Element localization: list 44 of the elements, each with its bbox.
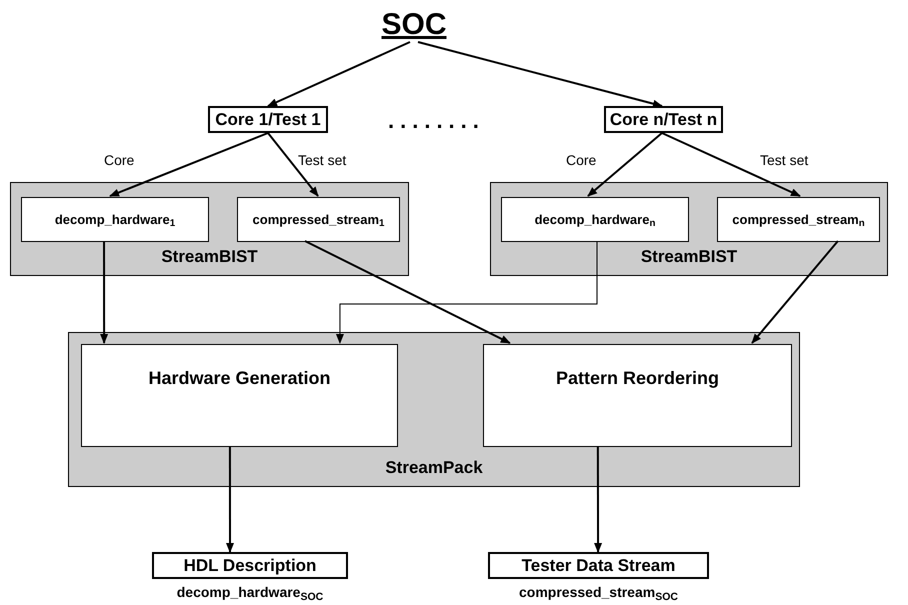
arrow <box>418 41 663 108</box>
node-caption: compressed_stream$_{SOC}$ <box>518 583 679 601</box>
arrow <box>594 446 602 553</box>
arrow <box>100 241 108 344</box>
ellipsis-dots: ........ <box>388 107 485 135</box>
arrow <box>336 240 598 344</box>
process-box <box>483 344 792 447</box>
group-label: StreamPack <box>385 456 483 478</box>
group-label: StreamBIST <box>640 246 738 268</box>
node-label: Core 1/Test 1 <box>215 108 321 131</box>
node-label: Core n/Test n <box>610 108 718 131</box>
arrow <box>304 240 511 344</box>
process-box <box>208 106 328 133</box>
process-box <box>604 106 723 133</box>
edge-label: Test set <box>760 151 808 170</box>
edge-label: Core <box>566 151 596 170</box>
group-label: StreamBIST <box>161 246 258 268</box>
process-box <box>21 197 209 242</box>
node-label: decomp_hardware$_{n}$ <box>534 210 656 230</box>
edge-label: Test set <box>298 151 346 170</box>
node-label: compressed_stream$_{1}$ <box>252 210 384 230</box>
node-label: HDL Description <box>184 554 316 577</box>
process-box <box>237 197 400 242</box>
arrow <box>751 240 839 344</box>
node-label: compressed_stream$_{n}$ <box>732 210 865 230</box>
arrow <box>662 132 801 197</box>
process-box <box>81 344 398 447</box>
node-label: SOC <box>381 6 446 42</box>
arrow <box>226 446 234 553</box>
arrow <box>587 132 663 197</box>
node-caption: decomp_hardware$_{SOC}$ <box>176 583 324 601</box>
group-panel <box>490 182 888 276</box>
group-panel <box>10 182 409 276</box>
arrow <box>267 132 319 197</box>
arrow <box>109 132 268 197</box>
process-box <box>717 197 880 242</box>
node-label: Tester Data Stream <box>522 554 676 577</box>
process-box <box>501 197 689 242</box>
node-label: Pattern Reordering <box>556 367 720 389</box>
group-panel <box>68 332 800 487</box>
node-label: decomp_hardware$_{1}$ <box>54 210 176 230</box>
arrow <box>267 41 410 107</box>
node-label: Hardware Generation <box>148 367 331 389</box>
edge-label: Core <box>104 151 134 170</box>
